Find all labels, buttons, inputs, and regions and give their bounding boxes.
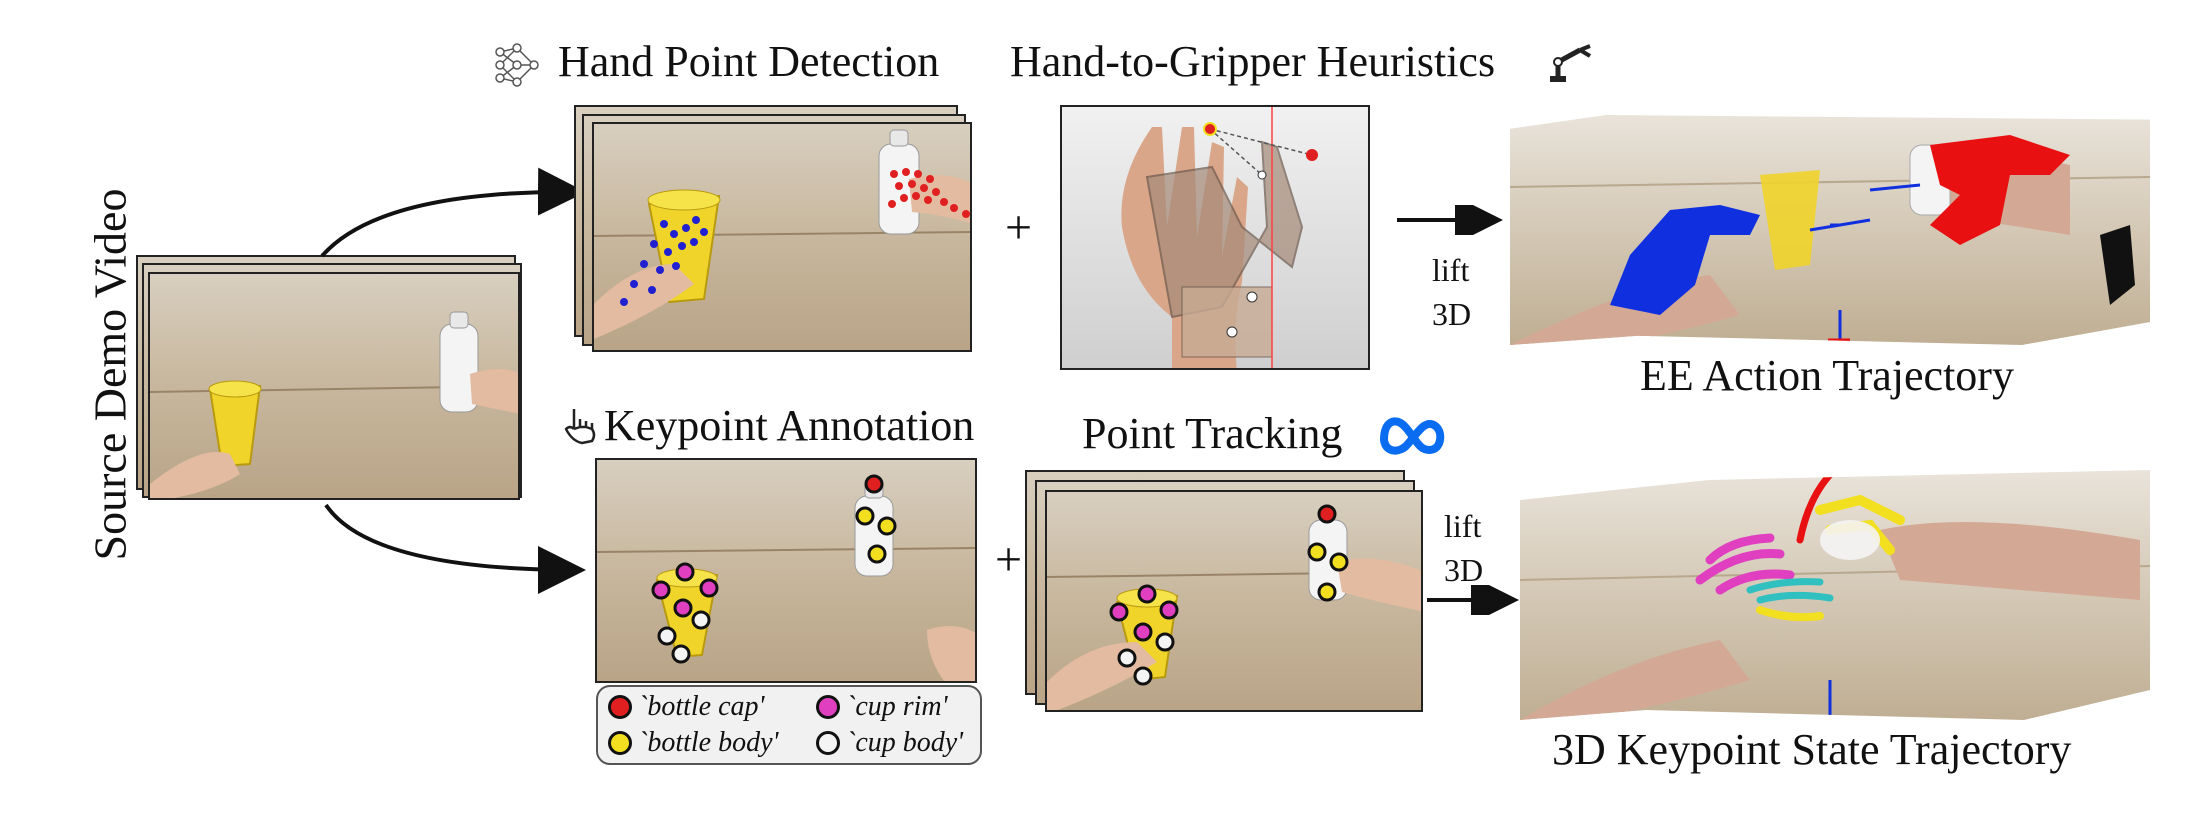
ee-action-pointcloud (1510, 115, 2150, 345)
arrow-to-hand-detection (320, 167, 586, 258)
legend-label-bottle-body: `bottle body' (638, 727, 779, 758)
ee-gripper-left (1610, 205, 1760, 315)
hand-point-detection-title: Hand Point Detection (558, 37, 940, 86)
ee-action-scene (1510, 135, 2150, 345)
gripper-heuristic-image (1060, 105, 1370, 370)
legend-item-cup-body: `cup body' (816, 727, 963, 759)
point-tracking-title: Point Tracking (1082, 409, 1343, 458)
ee-gripper-right (1930, 135, 2070, 245)
legend-dot-bottle-body (608, 731, 632, 755)
keypoint-state-caption: 3D Keypoint State Trajectory (1552, 725, 2072, 774)
lift-bottom-label: lift 3D (1444, 504, 1483, 592)
meta-logo-icon (1378, 410, 1448, 460)
keypoint-legend: `bottle cap' `cup rim' `bottle body' `cu… (596, 685, 982, 765)
legend-dot-bottle-cap (608, 695, 632, 719)
left-hand-points (620, 216, 708, 306)
lift-bottom-3d-text: 3D (1444, 552, 1484, 588)
keypoint-annotation-title: Keypoint Annotation (604, 401, 975, 450)
tracking-scene (1047, 504, 1421, 710)
annotation-frame (595, 458, 977, 683)
lift-top-label: lift 3D (1432, 248, 1471, 336)
legend-label-cup-body: `cup body' (846, 727, 964, 758)
keypoint-state-pointcloud (1520, 470, 2150, 720)
ee-action-caption: EE Action Trajectory (1640, 351, 2014, 400)
annotation-scene (597, 474, 975, 681)
tracking-frame (1045, 490, 1423, 712)
detection-scene (594, 129, 970, 339)
detection-frame (592, 122, 972, 352)
legend-item-bottle-body: `bottle body' (608, 727, 779, 759)
legend-item-cup-rim: `cup rim' (816, 691, 948, 723)
right-hand-points (888, 168, 970, 218)
robot-arm-icon (1546, 42, 1594, 86)
lift-bottom-text: lift (1444, 508, 1482, 544)
arrow-lift-top (1397, 205, 1503, 235)
legend-item-bottle-cap: `bottle cap' (608, 691, 765, 723)
arrow-lift-bottom (1427, 585, 1519, 615)
source-video-label: Source Demo Video (84, 188, 136, 561)
source-arrows (320, 167, 586, 594)
lift-top-text: lift (1432, 252, 1470, 288)
legend-dot-cup-rim (816, 695, 840, 719)
hand-to-gripper-title: Hand-to-Gripper Heuristics (1010, 37, 1496, 86)
legend-label-cup-rim: `cup rim' (846, 691, 948, 722)
arrow-to-keypoint-annotation (324, 503, 586, 594)
neural-net-icon (492, 40, 542, 90)
legend-label-bottle-cap: `bottle cap' (638, 691, 765, 722)
lift-top-3d-text: 3D (1432, 296, 1472, 332)
legend-dot-cup-body (816, 731, 840, 755)
source-video-scene (150, 311, 518, 498)
plus-top: + (1005, 201, 1033, 254)
keypoint-state-scene (1520, 470, 2150, 720)
hand-pointer-icon (560, 405, 602, 447)
source-video-frame (148, 272, 520, 500)
plus-bottom: + (995, 533, 1023, 586)
gripper-scene (1121, 107, 1318, 368)
